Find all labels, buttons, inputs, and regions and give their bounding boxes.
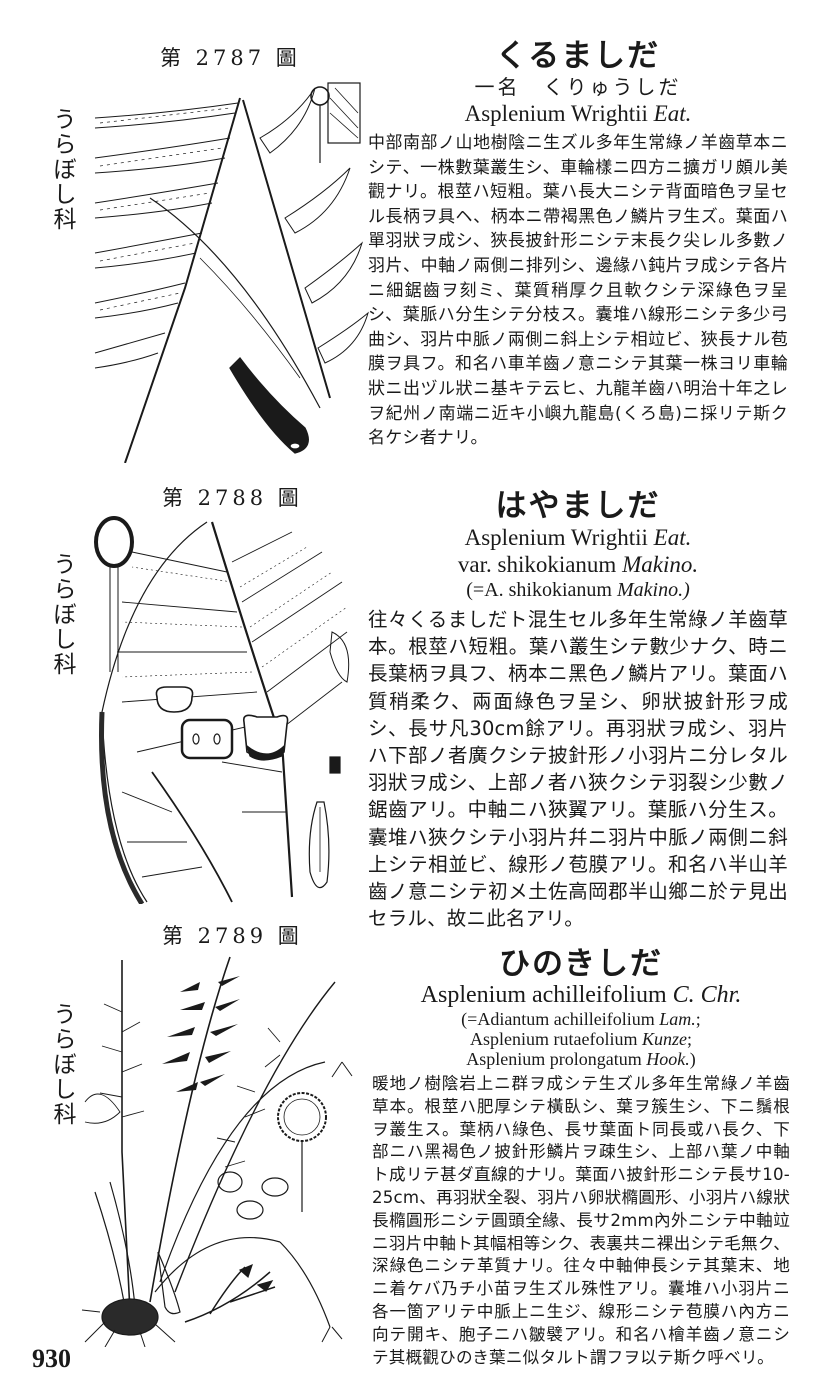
scientific-name: Asplenium achilleifolium C. Chr. [372, 982, 790, 1009]
synonym-separator: ) [689, 1049, 696, 1069]
figure-label-2787: 第 2787 圖 [160, 46, 301, 70]
variety-name: var. shikokianum Makino. [368, 551, 788, 578]
alternate-name: 一名 くりゅうしだ [474, 75, 682, 99]
japanese-name: ひのきしだ [498, 946, 664, 982]
fern-frond-illustration [90, 78, 370, 463]
family-label: うらぼし科 [53, 1002, 77, 1128]
synonym: (=Adiantum achilleifolium Lam.; [372, 1009, 790, 1029]
entry-2789: ひのきしだ Asplenium achilleifolium C. Chr. (… [372, 946, 790, 1369]
scientific-name: Asplenium Wrightii Eat. [368, 100, 788, 127]
figure-label-2789: 第 2789 圖 [162, 924, 303, 948]
synonym: Asplenium prolongatum Hook.) [372, 1049, 790, 1069]
synonym-name: Asplenium rutaefolium [470, 1029, 638, 1049]
page-number: 930 [32, 1344, 71, 1373]
synonym-separator: ; [695, 1009, 701, 1029]
entry-2788: はやましだ Asplenium Wrightii Eat. var. shiko… [368, 488, 788, 932]
synonym-name: Asplenium prolongatum [466, 1049, 642, 1069]
author: Eat. [653, 101, 692, 126]
synonym-author: Hook. [646, 1049, 690, 1069]
synonym: (=A. shikokianum Makino.) [368, 578, 788, 602]
scientific-name: Asplenium Wrightii Eat. [368, 524, 788, 551]
synonym-name: (=Adiantum achilleifolium [461, 1009, 655, 1029]
author: C. Chr. [672, 982, 742, 1008]
synonym: Asplenium rutaefolium Kunze; [372, 1029, 790, 1049]
description: 往々くるましだト混生セル多年生常綠ノ羊齒草本。根莖ハ短粗。葉ハ叢生シテ數少ナク、… [368, 608, 788, 931]
family-label: うらぼし科 [53, 552, 77, 678]
author: Eat. [653, 525, 692, 550]
variety-author: Makino. [622, 552, 699, 577]
family-label: うらぼし科 [53, 107, 77, 233]
synonym-name: (=A. shikokianum [466, 579, 612, 601]
japanese-name: はやましだ [495, 488, 661, 524]
fern-frond-illustration [92, 512, 370, 904]
binomial: Asplenium achilleifolium [420, 982, 667, 1008]
binomial: Asplenium Wrightii [464, 101, 648, 126]
description: 暖地ノ樹陰岩上ニ群ヲ成シテ生ズル多年生常綠ノ羊齒草本。根莖ハ肥厚シテ橫臥シ、葉ヲ… [372, 1074, 790, 1367]
japanese-name: くるましだ [495, 38, 661, 74]
synonym-author: Kunze [641, 1029, 687, 1049]
fern-plant-illustration [80, 952, 370, 1347]
synonym-separator: ; [686, 1029, 692, 1049]
entry-2787: くるましだ 一名 くりゅうしだ Asplenium Wrightii Eat. … [368, 38, 788, 451]
synonym-author: Lam. [659, 1009, 696, 1029]
description: 中部南部ノ山地樹陰ニ生ズル多年生常綠ノ羊齒草本ニシテ、一株數葉叢生シ、車輪樣ニ四… [368, 133, 788, 449]
figure-label-2788: 第 2788 圖 [162, 486, 303, 510]
binomial: Asplenium Wrightii [464, 525, 648, 550]
variety: var. shikokianum [457, 552, 617, 577]
synonym-author: Makino.) [616, 579, 690, 601]
